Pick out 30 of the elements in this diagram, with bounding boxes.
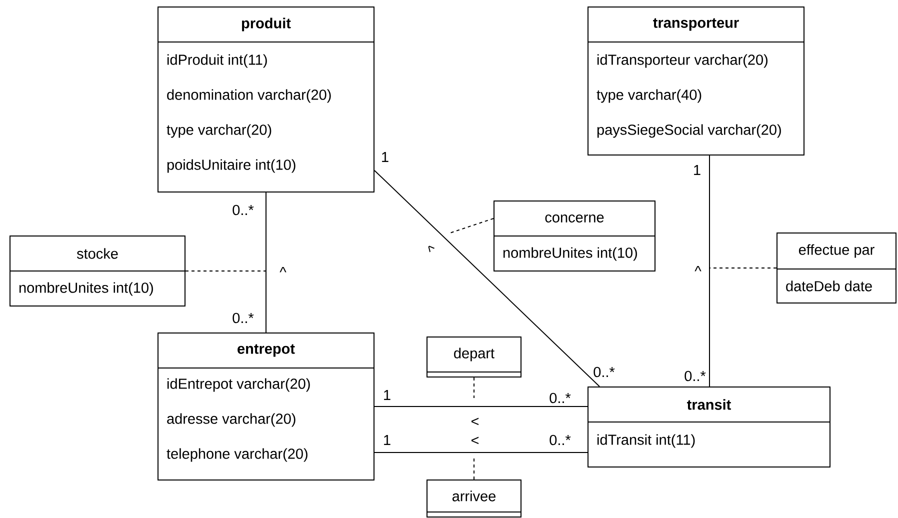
multiplicity: 1 <box>384 390 390 400</box>
association-link <box>185 270 266 272</box>
class-box: transit idTransit int(11) <box>588 386 830 468</box>
multiplicity: 0..* <box>232 312 254 324</box>
multiplicity: 1 <box>384 435 390 445</box>
direction-marker: ^ <box>428 246 435 252</box>
association-class-box: stocke nombreUnites int(10) <box>10 236 186 306</box>
association-line <box>374 452 588 453</box>
association-class-box: depart <box>426 336 522 378</box>
direction-marker: ^ <box>280 267 286 272</box>
class-box: entrepot idEntrepot varchar(20) adresse varchar(20) telephone varchar(20) <box>158 332 374 480</box>
association-line <box>374 170 600 387</box>
association-line <box>709 155 710 387</box>
direction-marker: < <box>472 418 479 426</box>
association-class-box: effectue par dateDeb date <box>776 232 896 304</box>
class-box: produit idProduit int(11) denomination varchar(20) type varchar(20) poidsUnitaire int(10) <box>158 6 374 192</box>
association-link <box>450 218 494 234</box>
class-box: transporteur idTransporteur varchar(20) type varchar(40) paysSiegeSocial varchar(20) <box>588 6 804 156</box>
multiplicity: 0..* <box>550 392 571 404</box>
multiplicity: 0..* <box>232 204 254 216</box>
association-line <box>374 406 588 407</box>
multiplicity: 0..* <box>684 370 706 382</box>
direction-marker: < <box>472 436 479 444</box>
association-class-box: arrivee <box>426 480 522 518</box>
direction-marker: ^ <box>694 266 702 272</box>
association-class-box: concerne nombreUnites int(10) <box>494 200 656 272</box>
multiplicity: 1 <box>694 165 700 175</box>
multiplicity: 0..* <box>594 366 615 378</box>
multiplicity: 1 <box>382 152 388 162</box>
multiplicity: 0..* <box>550 434 571 446</box>
